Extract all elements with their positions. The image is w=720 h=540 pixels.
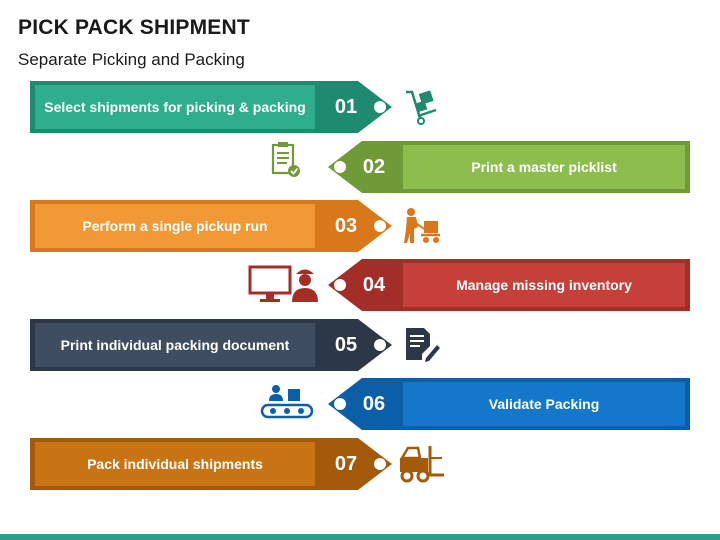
step-04: 04 Manage missing inventory xyxy=(328,259,690,311)
step-number: 01 xyxy=(334,95,358,118)
step-label: Print individual packing document xyxy=(60,337,290,353)
step-tag-shape xyxy=(328,141,690,193)
forklift-icon xyxy=(399,446,444,483)
step-tag-shape xyxy=(30,81,392,133)
step-tag-shape xyxy=(30,319,392,371)
step-tag-shape xyxy=(30,200,392,252)
footer-bar xyxy=(0,534,720,540)
step-label: Validate Packing xyxy=(488,396,600,412)
step-02: 02 Print a master picklist xyxy=(328,141,690,193)
monitor-operator-icon xyxy=(248,265,318,302)
step-06: 06 Validate Packing xyxy=(328,378,690,430)
step-number: 04 xyxy=(362,273,386,296)
step-01: Select shipments for picking & packing 0… xyxy=(30,81,392,133)
worker-cart-icon xyxy=(404,208,440,243)
step-tag-shape xyxy=(30,438,392,490)
page-title: PICK PACK SHIPMENT xyxy=(18,16,250,39)
step-07: Pack individual shipments 07 xyxy=(30,438,392,490)
step-label: Print a master picklist xyxy=(471,159,617,175)
step-tag-shape xyxy=(328,259,690,311)
document-pen-icon xyxy=(406,328,440,362)
step-label: Manage missing inventory xyxy=(456,277,632,293)
step-label: Pack individual shipments xyxy=(87,456,263,472)
step-number: 07 xyxy=(334,452,358,475)
page-subtitle: Separate Picking and Packing xyxy=(18,50,245,69)
step-number: 05 xyxy=(334,333,358,356)
step-label: Perform a single pickup run xyxy=(82,218,268,234)
step-05: Print individual packing document 05 xyxy=(30,319,392,371)
hand-truck-icon xyxy=(406,90,437,125)
step-number: 03 xyxy=(334,214,358,237)
step-number: 06 xyxy=(362,392,386,415)
step-tag-shape xyxy=(328,378,690,430)
step-label: Select shipments for picking & packing xyxy=(44,99,306,115)
step-03: Perform a single pickup run 03 xyxy=(30,200,392,252)
step-number: 02 xyxy=(362,155,386,178)
clipboard-check-icon xyxy=(271,142,300,177)
conveyor-worker-icon xyxy=(260,385,314,419)
